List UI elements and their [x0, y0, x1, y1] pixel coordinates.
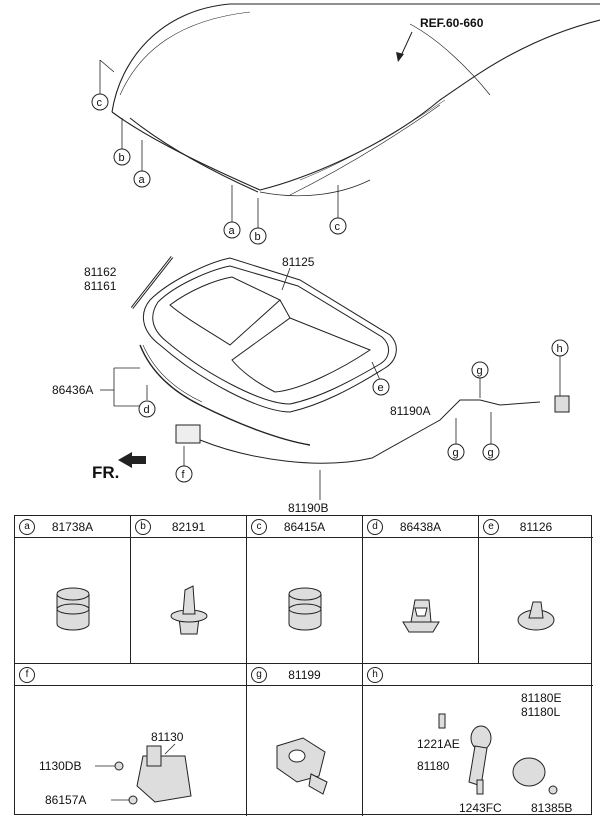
tag-b: b	[135, 519, 151, 535]
part-1221AE: 1221AE	[417, 737, 460, 751]
part-number: 81738A	[51, 520, 94, 534]
tag-e: e	[483, 519, 499, 535]
clip-icon	[170, 585, 208, 635]
callout-g: g	[477, 365, 483, 377]
part-86157A: 86157A	[45, 793, 86, 807]
release-handle-assembly: 81180E 81180L 1221AE 81180 1243FC 81385B	[417, 691, 572, 815]
part-cell-e: e 81126	[479, 516, 593, 663]
callout-c: c	[97, 97, 103, 109]
callout-e: e	[378, 382, 384, 394]
part-cell-a: a 81738A	[15, 516, 131, 663]
part-81125: 81125	[282, 255, 315, 269]
release-cable	[199, 399, 541, 464]
part-81180: 81180	[417, 759, 450, 773]
part-81180L: 81180L	[521, 705, 560, 719]
part-cell-h: h 81180E 81180L 1221AE 81180 1243FC 8138…	[363, 664, 593, 816]
part-number: 81199	[288, 668, 321, 682]
hood-panel	[111, 3, 600, 197]
part-number: 82191	[171, 520, 206, 534]
cable-clip-icon	[276, 737, 328, 795]
part-cell-b: b 82191	[131, 516, 247, 663]
part-81190A: 81190A	[390, 404, 430, 418]
part-81180E: 81180E	[521, 691, 561, 705]
front-label: FR.	[92, 463, 119, 482]
hood-callouts: c b a a b c	[91, 93, 347, 245]
callout-b: b	[119, 152, 125, 164]
parts-row-1: a 81738A b 82191 c 86415A d 86438A e 81126	[15, 516, 593, 664]
part-86436A: 86436A	[52, 383, 93, 397]
part-81161: 81161	[84, 279, 117, 293]
tag-g: g	[251, 667, 267, 683]
clip-icon	[517, 601, 555, 631]
part-81162: 81162	[84, 265, 117, 279]
callout-g: g	[488, 447, 494, 459]
part-1130DB: 1130DB	[39, 759, 81, 773]
callout-d: d	[144, 404, 150, 416]
clip-icon	[402, 599, 440, 633]
part-cell-g: g 81199	[247, 664, 363, 816]
tag-c: c	[251, 519, 267, 535]
release-handle	[554, 395, 570, 413]
part-1243FC: 1243FC	[459, 801, 502, 815]
tag-f: f	[19, 667, 35, 683]
part-cell-c: c 86415A	[247, 516, 363, 663]
tag-h: h	[367, 667, 383, 683]
callout-h: h	[557, 343, 563, 355]
exploded-view: REF.60-660 c b a a b c 81162 81161 81125…	[52, 3, 600, 515]
tag-d: d	[367, 519, 383, 535]
bumper-icon	[56, 587, 90, 631]
part-cell-f: f 81130 1130DB 86157A	[15, 664, 247, 816]
callout-f: f	[182, 469, 186, 481]
callout-leaders	[99, 59, 339, 228]
part-81190B: 81190B	[288, 501, 328, 515]
part-number: 86415A	[283, 520, 326, 534]
callout-b: b	[255, 231, 261, 243]
callout-g: g	[453, 447, 459, 459]
ref-arrow-icon	[396, 52, 404, 62]
part-number: 81126	[519, 520, 553, 534]
callout-a: a	[229, 225, 236, 237]
latch-assembly: 81130 1130DB 86157A	[39, 730, 192, 807]
part-cell-d: d 86438A	[363, 516, 479, 663]
hood-inner-panel	[142, 257, 397, 413]
callout-a: a	[139, 174, 146, 186]
seal-strip	[139, 344, 311, 446]
parts-row-2: f 81130 1130DB 86157A g 81199 h 81180E 81…	[15, 664, 593, 816]
hood-latch	[175, 424, 201, 444]
front-arrow-icon	[118, 452, 146, 468]
tag-a: a	[19, 519, 35, 535]
part-number: 86438A	[399, 520, 442, 534]
part-81130: 81130	[151, 730, 184, 744]
ref-label: REF.60-660	[420, 16, 484, 30]
callout-c: c	[335, 221, 341, 233]
part-81385B: 81385B	[531, 801, 572, 815]
bumper-icon	[288, 587, 322, 631]
parts-table: a 81738A b 82191 c 86415A d 86438A e 81126 f	[14, 515, 593, 816]
